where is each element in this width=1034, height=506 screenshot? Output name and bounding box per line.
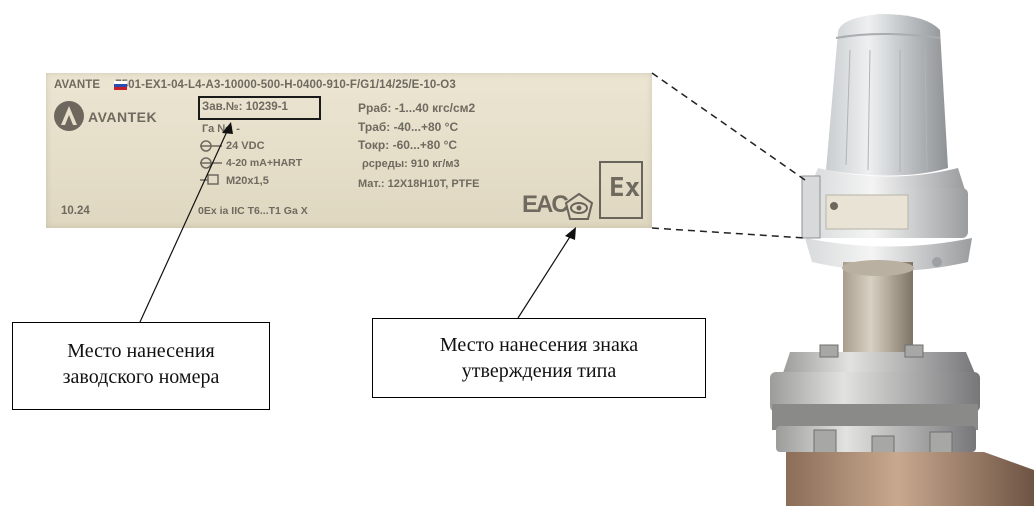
ex-protection-marking: 0Ex ia IIC T6...T1 Ga X	[198, 205, 308, 217]
output-signal: 4-20 mA+HART	[226, 157, 303, 169]
ex-mark: Ex	[609, 173, 641, 203]
manufacture-date: 10.24	[61, 205, 90, 217]
serial-location-callout: Место нанесения заводского номера	[12, 322, 270, 410]
serial-number: Зав.№: 10239-1	[202, 101, 288, 113]
callout-line: Место нанесения знака	[439, 334, 639, 356]
material: Мат.: 12Х18Н10Т, PTFE	[358, 178, 480, 190]
ex-mark-frame	[599, 161, 643, 219]
ambient-temperature: Токр: -60...+80 °C	[358, 138, 458, 152]
brand-name: AVANTEK	[88, 109, 158, 125]
callout-line: заводского номера	[62, 366, 220, 388]
working-temperature: Траб: -40...+80 °C	[358, 120, 459, 134]
eac-mark: EAC	[522, 191, 569, 218]
serial-highlight-box	[198, 96, 321, 120]
callout-line: Место нанесения	[67, 340, 215, 362]
supply-voltage: 24 VDC	[226, 140, 265, 152]
russian-flag-icon	[114, 81, 127, 90]
connection-icons	[200, 140, 222, 185]
avantek-logo-icon	[54, 101, 84, 131]
cable-thread: M20x1,5	[226, 175, 269, 187]
type-approval-location-callout: Место нанесения знака утверждения типа	[372, 318, 706, 398]
working-pressure: Рраб: -1...40 кгс/см2	[358, 101, 476, 115]
type-approval-mark-icon	[564, 192, 594, 220]
callout-line: утверждения типа	[461, 360, 617, 382]
medium-density: ρсреды: 910 кг/м3	[362, 158, 460, 170]
